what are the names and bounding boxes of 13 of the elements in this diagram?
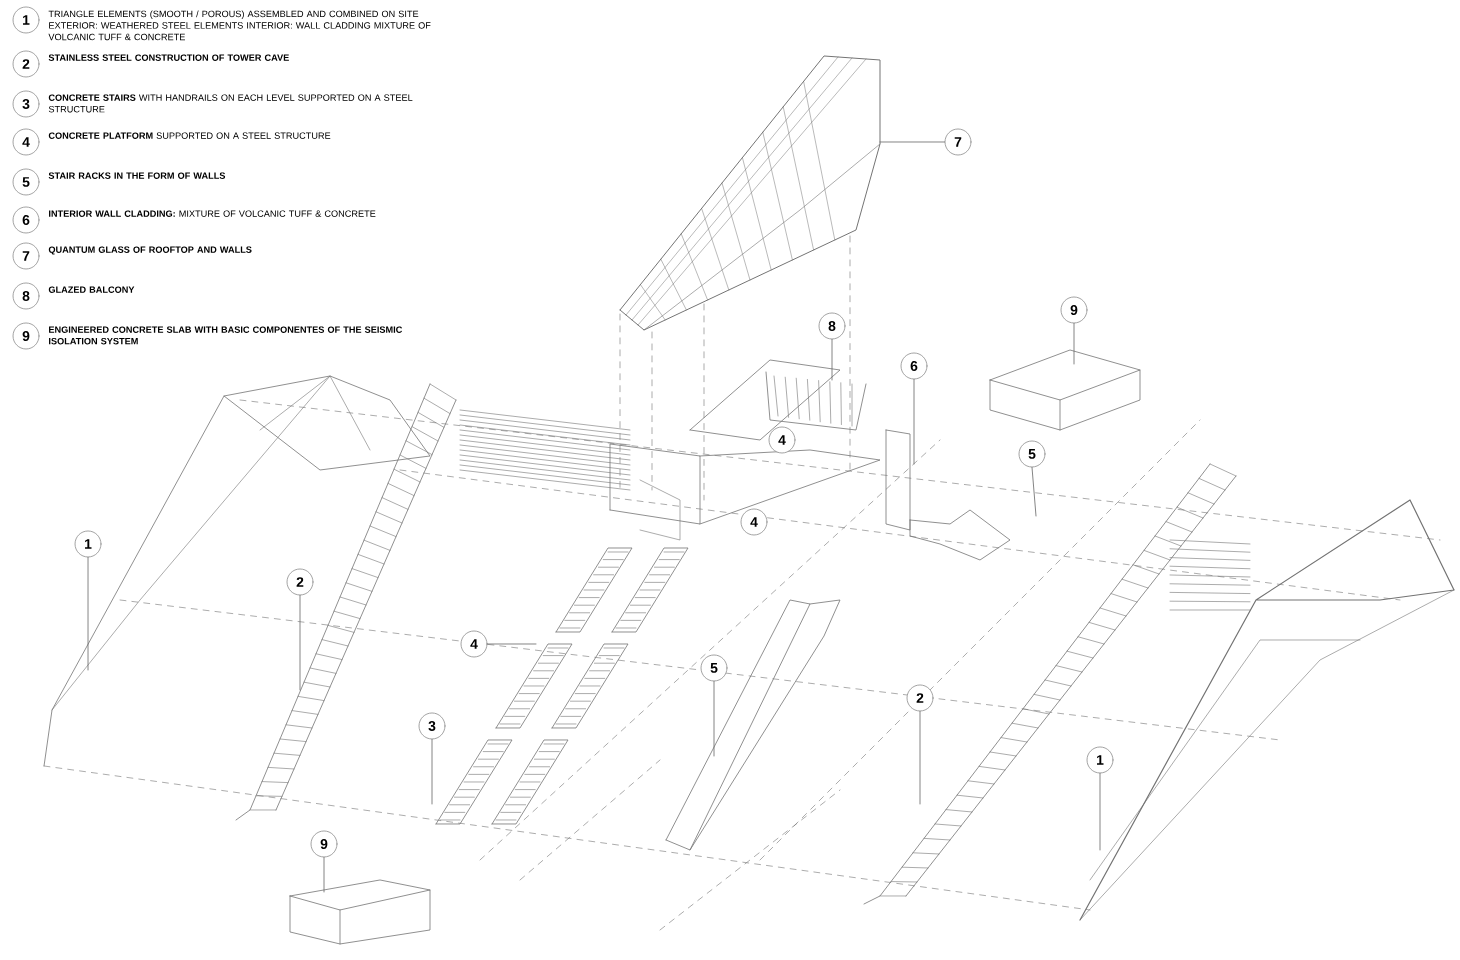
leader-line [913, 379, 915, 465]
leader-line [713, 681, 715, 757]
leader-line [323, 857, 325, 893]
leader-line [87, 557, 89, 671]
leader-line [299, 595, 301, 691]
leader-line [431, 739, 433, 805]
leader-line [487, 643, 537, 645]
leader-line [1099, 773, 1101, 851]
leader-line [919, 711, 921, 805]
leader-line [879, 141, 945, 143]
leader-line [1073, 323, 1075, 365]
leader-line [1031, 467, 1037, 517]
leader-line [831, 339, 833, 381]
